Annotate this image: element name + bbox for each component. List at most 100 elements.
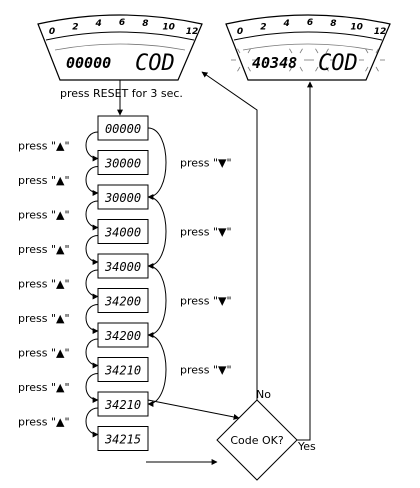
up-loop-arrow: [85, 373, 99, 403]
blink-ray: [365, 48, 369, 54]
press-up-label: press "▲": [18, 243, 70, 256]
rpm-tick-label: 4: [283, 19, 290, 29]
step-box-frame: [97, 219, 149, 244]
step-box: 34000: [97, 219, 149, 244]
blink-ray: [247, 48, 251, 54]
step-box-frame: [97, 426, 149, 451]
rpm-tick-label: 2: [72, 23, 78, 33]
up-loop-arrow: [85, 338, 99, 369]
rpm-tick-labels-left: 0 2 4 6 8 10 12: [49, 18, 198, 37]
step-value: 34215: [104, 433, 141, 447]
press-down-label: press "▼": [180, 364, 232, 377]
connector-yes-up: [297, 81, 313, 441]
step-value: 30000: [104, 191, 141, 205]
press-down-label: press "▼": [180, 226, 232, 239]
up-loop-arrow: [85, 407, 99, 438]
up-loop-arrow: [85, 131, 99, 162]
step-box: 30000: [97, 150, 149, 175]
step-box: 00000: [97, 115, 149, 141]
up-loop-arrow: [85, 235, 99, 265]
blink-ray: [289, 66, 293, 72]
blink-ray: [237, 48, 241, 54]
down-loop-arrow: [147, 265, 167, 338]
press-down-label: press "▼": [180, 295, 232, 308]
up-loop-arrow: [85, 200, 99, 231]
odometer-display-left: 00000: [66, 54, 111, 72]
up-loop-arrow: [85, 269, 99, 300]
blink-ray: [315, 66, 319, 72]
down-loop-arrow: [147, 334, 167, 407]
mode-display-right: COD: [318, 51, 358, 76]
press-up-label: press "▲": [18, 312, 70, 325]
rpm-tick-label: 0: [237, 27, 243, 37]
blink-ray: [299, 48, 303, 54]
blink-ray: [237, 66, 241, 72]
rpm-tick-labels-right: 0 2 4 6 8 10 12: [237, 18, 386, 37]
rpm-tick-label: 10: [350, 23, 363, 33]
decision-question: Code OK?: [230, 434, 284, 447]
mode-display-left: COD: [135, 51, 175, 76]
step-value: 00000: [105, 122, 141, 136]
rpm-tick-label: 2: [260, 23, 266, 33]
down-loop-arrow: [147, 196, 167, 269]
rpm-tick-label: 6: [119, 18, 125, 28]
step-value: 34200: [104, 329, 141, 343]
blink-ray: [325, 48, 329, 54]
up-loop-arrow: [85, 166, 99, 196]
down-labels: press "▼" press "▼" press "▼" press "▼": [180, 157, 232, 377]
blink-ray: [365, 66, 369, 72]
step-value: 34200: [104, 295, 141, 309]
decision-no-label: No: [256, 388, 271, 401]
step-box: 34215: [97, 426, 149, 451]
blink-indicator-icon: [231, 48, 385, 72]
blink-ray: [325, 66, 329, 72]
decision-node: Code OK? No Yes: [216, 388, 316, 481]
rpm-tick-label: 12: [186, 27, 199, 37]
rpm-tick-label: 8: [330, 19, 336, 29]
up-loop-arrow: [85, 304, 99, 334]
rpm-tick-label: 6: [307, 18, 313, 28]
blink-ray: [299, 66, 303, 72]
press-up-label: press "▲": [18, 381, 70, 394]
blink-ray: [375, 48, 379, 54]
decision-diamond: [216, 399, 298, 481]
down-loop-arrow: [147, 127, 167, 200]
step-value: 34000: [104, 226, 141, 240]
press-up-label: press "▲": [18, 415, 70, 428]
press-up-label: press "▲": [18, 174, 70, 187]
connector-no-back: [201, 71, 258, 400]
rpm-tick-label: 4: [95, 19, 102, 29]
step-box: 34200: [97, 322, 149, 348]
step-box-frame: [97, 357, 149, 382]
press-down-label: press "▼": [180, 157, 232, 170]
step-box: 34210: [97, 357, 149, 382]
rpm-tick-label: 10: [162, 23, 175, 33]
step-value: 30000: [104, 157, 141, 171]
instrument-cluster-left: 0 2 4 6 8 10 12 00000 COD: [37, 14, 203, 81]
odometer-display-right: 40348: [252, 54, 297, 72]
step-box-frame: [97, 288, 149, 313]
blink-ray: [315, 48, 319, 54]
step-list: 00000 30000 30000 34000 34000 34200 34200 34210…: [85, 115, 167, 451]
press-up-label: press "▲": [18, 277, 70, 290]
press-up-label: press "▲": [18, 139, 70, 152]
decision-yes-label: Yes: [297, 440, 316, 453]
press-up-label: press "▲": [18, 346, 70, 359]
connector-to-decision: [147, 399, 240, 420]
step-box: 34210: [97, 391, 149, 417]
reset-instruction: press RESET for 3 sec.: [60, 87, 183, 100]
up-labels: press "▲" press "▲" press "▲" press "▲" pres…: [18, 139, 70, 428]
blink-ray: [247, 66, 251, 72]
step-value: 34210: [104, 364, 141, 378]
step-value: 34000: [104, 260, 141, 274]
rpm-tick-label: 8: [142, 19, 148, 29]
instrument-cluster-right: 0 2 4 6 8 10 12 40348 COD: [225, 14, 391, 81]
step-box: 34200: [97, 288, 149, 313]
blink-ray: [375, 66, 379, 72]
rpm-tick-label: 12: [374, 27, 387, 37]
press-up-label: press "▲": [18, 208, 70, 221]
rpm-tick-label: 0: [49, 27, 55, 37]
step-value: 34210: [104, 398, 141, 412]
step-box: 34000: [97, 253, 149, 279]
